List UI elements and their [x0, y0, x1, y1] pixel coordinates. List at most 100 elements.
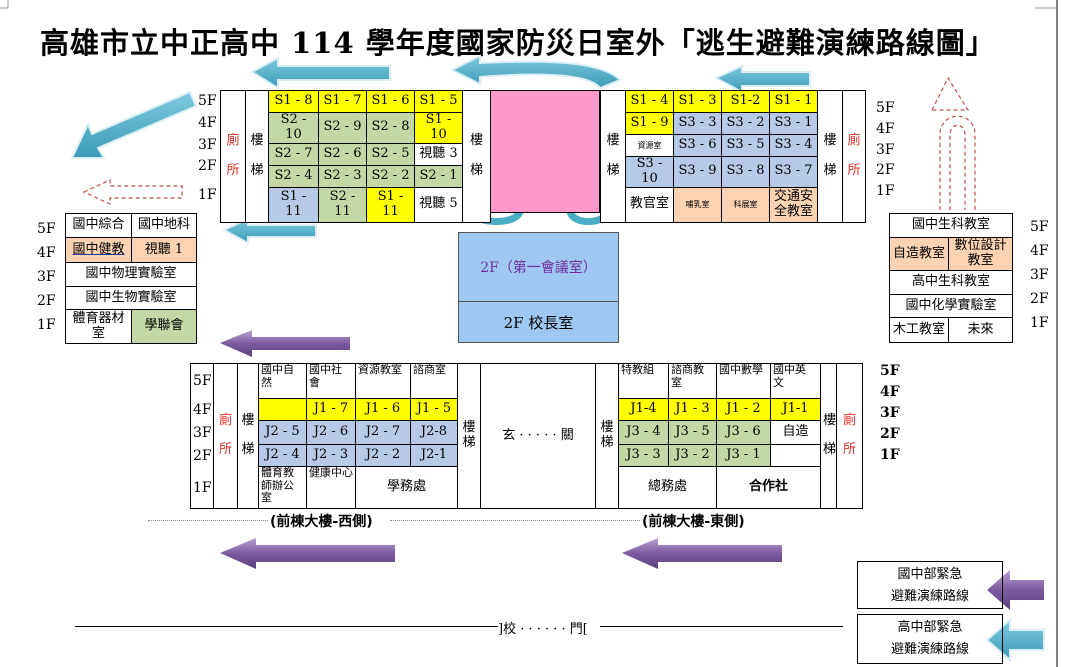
stairwell: 樓 梯 — [457, 363, 481, 509]
room-cell: 體育教 師辦公 室 — [258, 466, 307, 509]
room-cell: 諮商室 — [410, 363, 458, 399]
floor-label: 1F — [876, 183, 895, 199]
east-wing-table: 國中生科教室自造教室數位設計 教室高中生科教室國中化學實驗室木工教室未來 — [888, 213, 1014, 343]
room-cell: 國中綜合 — [65, 213, 132, 238]
floor-row: 高中生科教室 — [888, 270, 1014, 295]
room-cell: J2 - 5 — [258, 420, 307, 445]
room-cell: J3 - 6 — [716, 420, 771, 445]
restroom: 廁 所 — [836, 363, 863, 509]
room-cell: S1 - 7 — [318, 90, 367, 113]
room-cell: S2 - 10 — [268, 112, 319, 144]
floor-label: 5F — [1030, 219, 1049, 235]
room-cell: S1 - 4 — [625, 90, 674, 113]
room-cell: J2-8 — [410, 420, 458, 445]
floor-row: 體育教 師辦公 室健康中心學務處總務處合作社 — [191, 466, 863, 509]
floor-label: 4F — [880, 384, 900, 400]
room-cell: 高中生科教室 — [888, 270, 1014, 295]
room-cell: 科展室 — [721, 186, 770, 223]
room-cell: J1-4 — [618, 398, 669, 421]
meeting-room: 2F（第一會議室） — [459, 233, 618, 302]
room-cell: 視聽 5 — [414, 186, 463, 223]
floor-row: 國中生物實驗室 — [65, 286, 197, 310]
restroom: 廁 所 — [220, 90, 246, 223]
floor-label: 5F — [37, 221, 56, 237]
floor-label: 3F — [880, 405, 900, 421]
stairwell: 樓 梯 — [595, 363, 619, 509]
room-cell: 特教組 — [618, 363, 669, 399]
floor-label: 3F — [1030, 267, 1049, 283]
room-cell: 健康中心 — [306, 466, 356, 509]
rear-building-center-block — [490, 90, 600, 213]
floor-label: 3F — [198, 137, 217, 153]
room-cell: S2 - 11 — [318, 186, 367, 223]
floor-label: 4F — [198, 115, 217, 131]
room-cell: 學聯會 — [131, 309, 197, 344]
junior-arrow-front-east — [622, 538, 782, 569]
floor-row: 國中生科教室 — [888, 213, 1014, 238]
legend-senior: 高中部緊急 避難演練路線 — [857, 614, 1003, 664]
floor-label: 2F — [1030, 291, 1049, 307]
room-cell: S2 - 3 — [318, 164, 367, 188]
room-cell: J3 - 1 — [716, 444, 771, 467]
floor-label: 2F — [876, 162, 895, 178]
senior-arrow-top-curved — [449, 54, 622, 90]
room-cell: J1 - 6 — [355, 398, 411, 421]
room-cell: S2 - 7 — [268, 142, 319, 166]
floor-row: 體育器材 室學聯會 — [65, 309, 197, 344]
junior-legend-arrow — [987, 570, 1044, 610]
room-cell: S1 - 8 — [268, 90, 319, 113]
room-cell: 資源室 — [625, 134, 674, 157]
room-cell: S3 - 9 — [673, 156, 722, 188]
room-cell: 數位設計 教室 — [947, 237, 1014, 271]
floor-label: 5F — [880, 363, 900, 379]
room-cell: S2 - 2 — [366, 164, 415, 188]
room-cell: 體育器材 室 — [65, 309, 132, 344]
room-cell: 國中地科 — [131, 213, 197, 238]
dashed-arrow-curved-head — [931, 76, 970, 111]
room-cell: 資源教室 — [355, 363, 411, 399]
front-west-label: (前棟大樓-西側) — [270, 514, 373, 530]
floor-row: 廁 所樓 梯國中自 然國中社 會資源教室諮商室樓 梯玄 · · · · · 關樓… — [190, 363, 863, 509]
room-cell: 諮商教 室 — [668, 363, 717, 399]
room-cell: 學務處 — [355, 466, 458, 509]
room-cell: 國中自 然 — [258, 363, 307, 399]
room-cell: S3 - 5 — [721, 134, 770, 157]
floor-label: 2F — [198, 158, 217, 174]
entrance-hall: 玄 · · · · · 關 — [480, 363, 596, 509]
room-cell: 視聽 3 — [414, 142, 463, 166]
room-cell: S2 - 8 — [366, 112, 415, 144]
room-cell: 自造教室 — [889, 237, 949, 271]
room-cell: 教官室 — [625, 186, 674, 223]
room-cell: J1 - 7 — [306, 398, 356, 421]
room-cell: 國中物理實驗室 — [65, 262, 197, 287]
room-cell: 哺乳室 — [673, 186, 722, 223]
room-cell: J1 - 2 — [716, 398, 771, 421]
room-cell: 國中英 文 — [770, 363, 821, 399]
room-cell: 國中生物實驗室 — [65, 286, 197, 310]
page-title: 高雄市立中正高中 114 學年度國家防災日室外「逃生避難演練路線圖」 — [40, 26, 996, 60]
floor-row: 木工教室未來 — [889, 317, 1014, 343]
room-cell: J3 - 5 — [668, 420, 717, 445]
room-cell: S1 - 3 — [673, 90, 722, 113]
stairwell: 樓 梯 — [237, 363, 259, 509]
restroom: 廁 所 — [213, 363, 238, 509]
room-cell: S3 - 1 — [769, 112, 818, 135]
room-cell: S1 - 5 — [414, 90, 463, 113]
floor-row: 自造教室數位設計 教室 — [889, 237, 1014, 271]
floor-label: 1F — [193, 480, 212, 496]
room-cell — [190, 363, 214, 509]
room-cell: 自造 — [770, 420, 821, 445]
room-cell: S3 - 10 — [625, 156, 674, 188]
floor-label: 4F — [876, 121, 895, 137]
room-cell: 國中生科教室 — [888, 213, 1014, 238]
room-cell: S2 - 9 — [318, 112, 367, 144]
floor-label: 1F — [198, 187, 217, 203]
floor-label: 4F — [193, 402, 212, 418]
room-cell: S1 - 11 — [268, 186, 319, 223]
